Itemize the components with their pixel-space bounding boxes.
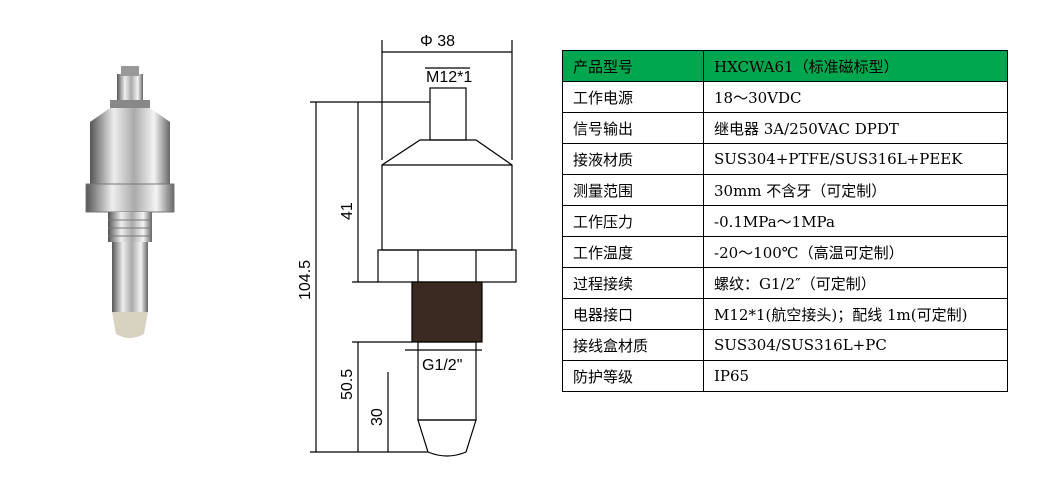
dim-process-thread: G1/2" <box>422 357 462 374</box>
drawing-body <box>381 139 513 251</box>
spec-value: 继电器 3A/250VAC DPDT <box>703 112 1008 144</box>
spec-label: 测量范围 <box>562 174 704 206</box>
spec-value: HXCWA61（标准磁标型） <box>703 50 1008 82</box>
spec-label: 工作电源 <box>562 81 704 113</box>
spec-value: 螺纹：G1/2″（可定制） <box>703 267 1008 299</box>
spec-label: 接线盒材质 <box>562 329 704 361</box>
dim-total-height: 104.5 <box>297 260 314 300</box>
product-photo <box>85 66 175 338</box>
spec-row: 信号输出继电器 3A/250VAC DPDT <box>562 112 1008 144</box>
spec-row: 工作温度-20～100℃（高温可定制） <box>562 236 1008 268</box>
dimension-drawing: Φ 38 M12*1 G1/2" 104.5 41 50.5 30 <box>297 33 517 457</box>
dim-diameter: Φ 38 <box>420 33 455 50</box>
dim-body-height: 41 <box>339 202 356 220</box>
drawing-tip <box>417 419 477 457</box>
spec-label: 防护等级 <box>562 360 704 392</box>
photo-body <box>90 108 170 184</box>
spec-label: 电器接口 <box>562 298 704 330</box>
spec-value: 30mm 不含牙（可定制） <box>703 174 1008 206</box>
spec-value: M12*1(航空接头)；配线 1m(可定制) <box>703 298 1008 330</box>
spec-value: 18～30VDC <box>703 81 1008 113</box>
photo-connector <box>117 74 143 104</box>
drawing-thread <box>411 281 483 343</box>
spec-value: -20～100℃（高温可定制） <box>703 236 1008 268</box>
dim-lower-height: 50.5 <box>339 369 356 400</box>
photo-thread <box>108 212 152 242</box>
spec-label: 工作温度 <box>562 236 704 268</box>
spec-row: 过程接续螺纹：G1/2″（可定制） <box>562 267 1008 299</box>
photo-connector-cap <box>121 66 139 76</box>
drawing-hex <box>377 249 517 283</box>
drawing-connector <box>429 87 467 141</box>
photo-tube <box>112 242 148 312</box>
photo-hex <box>85 183 175 213</box>
spec-label: 信号输出 <box>562 112 704 144</box>
spec-value: SUS304+PTFE/SUS316L+PEEK <box>703 143 1008 175</box>
spec-value: -0.1MPa～1MPa <box>703 205 1008 237</box>
photo-nut <box>110 100 150 108</box>
spec-value: SUS304/SUS316L+PC <box>703 329 1008 361</box>
spec-row: 工作压力-0.1MPa～1MPa <box>562 205 1008 237</box>
spec-label: 过程接续 <box>562 267 704 299</box>
dim-connector-thread: M12*1 <box>426 69 472 86</box>
spec-label: 接液材质 <box>562 143 704 175</box>
photo-tip <box>112 312 148 338</box>
dim-tip-height: 30 <box>369 408 386 426</box>
spec-label: 工作压力 <box>562 205 704 237</box>
drawing-tube <box>417 341 477 421</box>
spec-value: IP65 <box>703 360 1008 392</box>
spec-label: 产品型号 <box>562 50 704 82</box>
